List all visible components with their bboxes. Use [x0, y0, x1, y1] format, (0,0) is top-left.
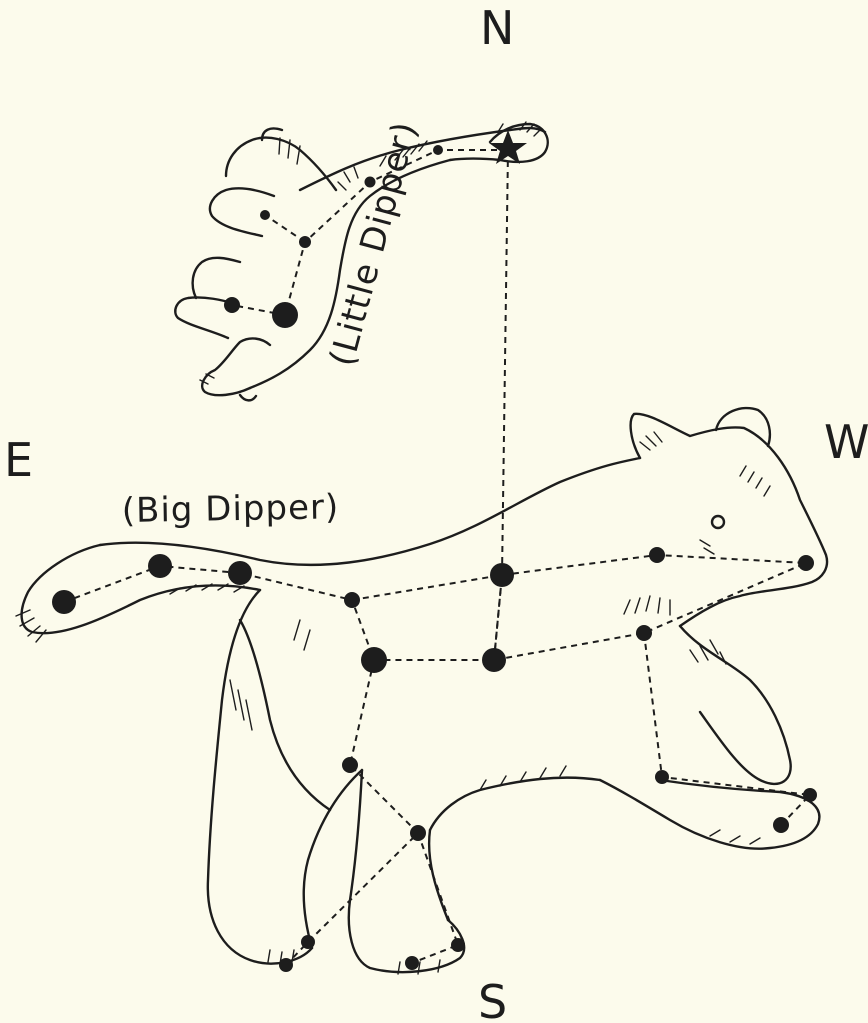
compass-south: S — [478, 975, 507, 1023]
star — [490, 563, 514, 587]
compass-west: W — [824, 415, 868, 469]
hind-leg-line — [286, 660, 458, 965]
star — [342, 757, 358, 773]
great-bear-belly — [430, 778, 600, 830]
star — [224, 297, 240, 313]
star — [301, 935, 315, 949]
star — [52, 590, 76, 614]
little-dipper-label: (Little Dipper) — [322, 117, 426, 370]
great-bear-eye — [712, 516, 724, 528]
star — [649, 547, 665, 563]
head-line — [494, 555, 806, 660]
star — [773, 817, 789, 833]
great-bear-rump — [240, 620, 330, 810]
big-dipper-handle-line — [64, 566, 352, 602]
great-bear-front-leg — [680, 626, 791, 784]
little-bear-ear — [240, 395, 256, 400]
compass-north: N — [480, 1, 514, 55]
star — [410, 825, 426, 841]
star — [148, 554, 172, 578]
great-bear-tail-under — [22, 545, 260, 633]
compass-east: E — [4, 433, 33, 487]
star — [365, 177, 376, 188]
star — [260, 210, 270, 220]
great-bear-head — [631, 414, 827, 626]
little-bear-hind-leg-2 — [226, 138, 336, 190]
star — [433, 145, 443, 155]
constellation-lines — [64, 150, 810, 965]
star — [272, 302, 298, 328]
star — [803, 788, 817, 802]
big-dipper-label: (Big Dipper) — [121, 487, 339, 531]
star — [451, 938, 465, 952]
stars — [52, 130, 817, 972]
star — [798, 555, 814, 571]
great-bear-hind-leg-2 — [349, 770, 464, 972]
great-bear-front-paw — [600, 780, 819, 849]
star — [482, 648, 506, 672]
star — [299, 236, 311, 248]
little-bear-head — [202, 338, 270, 395]
star — [405, 956, 419, 970]
star — [344, 592, 360, 608]
star — [636, 625, 652, 641]
star — [655, 770, 669, 784]
star — [279, 958, 293, 972]
little-bear-front-leg-2 — [193, 258, 240, 298]
star — [361, 647, 387, 673]
star — [228, 561, 252, 585]
